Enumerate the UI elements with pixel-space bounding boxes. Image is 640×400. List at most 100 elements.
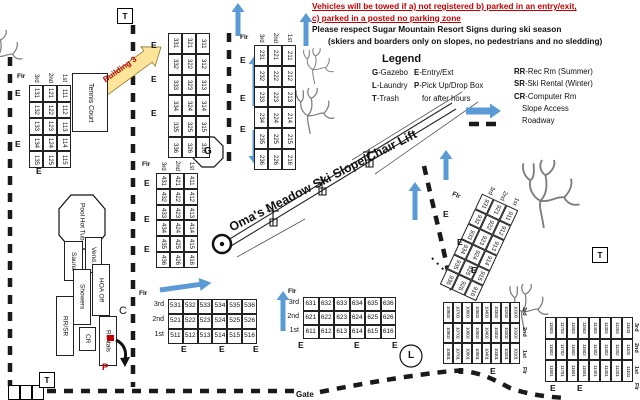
trash-box: T [592,247,608,263]
room-cell: 11202 [611,338,622,361]
room-cell: 516 [242,329,257,344]
room-cell: 112 [57,101,71,119]
room-cell: 11401 [589,360,600,383]
floor-2nd-label: 2nd [287,313,299,320]
legend-col3: RR-Rec Rm (Summer)SR-Ski Rental (Winter)… [514,66,593,127]
slope-access-arrow [159,277,212,293]
room-cell: 231 [254,45,268,66]
gate-label: Gate [296,390,314,399]
entry-exit-label: E [240,93,246,103]
legend-item: G-Gazebo [372,68,408,77]
room-cell: 526 [242,314,257,329]
entry-exit-label: E [392,340,398,350]
trash-box: T [117,8,133,24]
room-cell: 10202 [500,322,511,344]
room-cell: 11103 [622,317,633,339]
room-cell: 311 [196,33,210,54]
room-cell: 323 [182,74,196,96]
room-cell: 536 [242,299,257,314]
floor-3rd-label: 3rd [633,323,639,332]
showers: Showers [73,269,91,325]
room-cell: 214 [282,107,296,129]
room-cell: 523 [197,314,213,329]
room-cell: 11703 [556,317,567,339]
room-cell: 134 [29,134,43,152]
room-cell: 11603 [567,317,578,339]
pool-hot-tub: Pool Hot Tub [78,203,86,241]
room-cell: 10503 [471,302,482,323]
entry-exit-label: E [15,139,21,149]
floor-header: 2nd [47,72,53,83]
room-cell: 10502 [471,322,482,344]
building3-arrow [96,46,162,98]
room-cell: 10802 [443,322,453,344]
lift-tower-icon [316,177,328,196]
entry-exit-label: E [151,74,157,84]
roadway-dashed [7,25,567,400]
room-cell: 133 [29,118,43,135]
room-cell: 10602 [462,322,472,344]
notice-block: Vehicles will be towed if a) not registe… [312,1,602,47]
room-cell: 525 [227,314,243,329]
room-cell: 322 [182,53,196,75]
room-cell: 625 [365,311,381,325]
room-cell: 10803 [443,302,453,323]
floor-label: Flr [521,366,527,374]
room-cell: 532 [182,299,198,314]
room-cell: 226 [268,149,282,170]
room-cell: 11601 [567,360,578,383]
room-cell: 433 [156,204,170,221]
legend-item: RR-Rec Rm (Summer) [514,67,593,76]
floor-1st-label: 1st [633,366,639,374]
legend-item: Roadway [522,116,555,126]
room-cell: 11702 [556,338,567,361]
entry-exit-label: E [151,108,157,118]
room-cell: 10702 [452,322,463,344]
room-cell: 331 [168,33,182,54]
room-cell: 423 [170,204,184,221]
room-cell: 415 [184,236,198,253]
room-cell: 123 [43,118,57,135]
room-cell: 514 [212,329,228,344]
room-cell: 436 [156,252,170,268]
room-cell: 114 [57,134,71,152]
bullwheel-hub [219,241,225,247]
entry-exit-label: E [443,209,449,219]
lift-towers [267,149,375,227]
floor-label: Flr [633,382,639,390]
room-cell: 325 [182,116,196,138]
room-cell: 636 [380,297,396,311]
room-cell: 533 [197,299,213,314]
floor-label: Flr [142,161,151,168]
room-cell: 11402 [589,338,600,361]
room-cell: 234 [254,107,268,129]
room-cell: 635 [365,297,381,311]
room-cell: 11802 [545,338,556,361]
room-cell: 113 [57,118,71,135]
room-cell: 612 [318,325,334,339]
entry-exit-label: E [36,166,42,176]
room-cell: 11302 [600,338,611,361]
room-cell: 11602 [567,338,578,361]
floor-header: 2nd [272,32,278,43]
room-cell: 236 [254,149,268,170]
room-cell: 326 [182,137,196,158]
room-cell: 316 [196,137,210,158]
room-cell: 534 [212,299,228,314]
room-cell: 422 [170,188,184,205]
room-cell: 521 [168,314,183,329]
legend-slope-access-arrow [466,103,501,119]
room-cell: 524 [212,314,228,329]
room-cell: 425 [170,236,184,253]
entry-exit-label: E [298,340,304,350]
room-cell: 426 [170,252,184,268]
room-cell: 232 [254,65,268,87]
room-cell: 11503 [578,317,589,339]
room-cell: 233 [254,86,268,108]
floor-label: Flr [17,73,26,80]
